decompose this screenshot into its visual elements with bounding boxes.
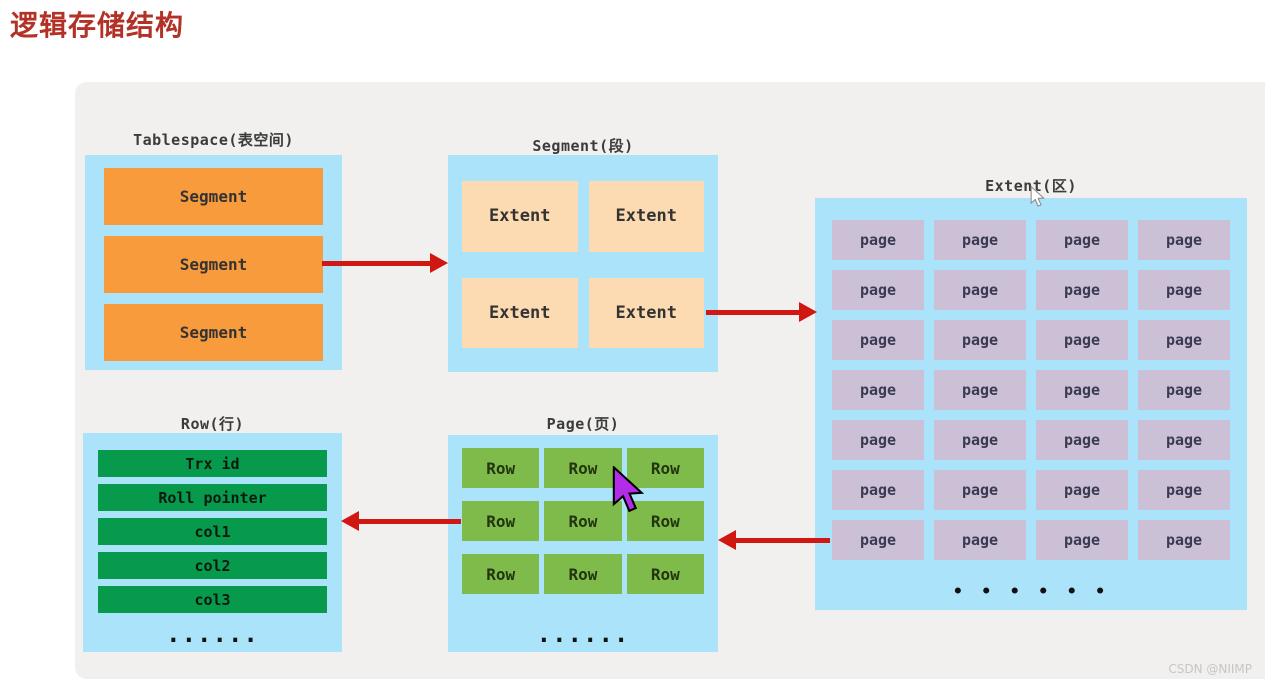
- row-field-bar: Roll pointer: [98, 484, 327, 511]
- page-box: page: [934, 320, 1026, 360]
- page-box: page: [1036, 520, 1128, 560]
- row-field-bar: Trx id: [98, 450, 327, 477]
- page-box: page: [934, 420, 1026, 460]
- row-box: Row: [462, 501, 540, 541]
- page-box: page: [832, 520, 924, 560]
- row-box: Row: [544, 448, 622, 488]
- row-box: Row: [626, 501, 704, 541]
- page-box: page: [1036, 370, 1128, 410]
- page-box: page: [832, 220, 924, 260]
- tablespace-label: Tablespace(表空间): [133, 131, 294, 149]
- row-box: Row: [544, 501, 622, 541]
- arrow-segment-to-extent: [706, 302, 817, 322]
- row-box: Row: [626, 554, 704, 594]
- page-label: Page(页): [546, 415, 620, 433]
- row-box: Row: [544, 554, 622, 594]
- page-box: page: [832, 320, 924, 360]
- page-box: page: [934, 220, 1026, 260]
- row-ellipsis: ......: [166, 620, 259, 648]
- page-box: page: [934, 370, 1026, 410]
- row-field-bar: col3: [98, 586, 327, 613]
- page-box: page: [934, 270, 1026, 310]
- page-box: page: [1138, 370, 1230, 410]
- row-box: Row: [626, 448, 704, 488]
- row-box: Row: [462, 554, 540, 594]
- extent-ellipsis: • • • • • •: [952, 582, 1110, 602]
- row-field-bar: col2: [98, 552, 327, 579]
- mouse-cursor-purple-icon: [612, 466, 645, 513]
- page-box: page: [1036, 270, 1128, 310]
- segment-box: Segment: [104, 168, 323, 225]
- extent-box: Extent: [588, 181, 704, 252]
- extent-box: Extent: [462, 181, 578, 252]
- row-label: Row(行): [180, 415, 245, 433]
- page-ellipsis: ......: [536, 620, 630, 648]
- page-box: page: [934, 470, 1026, 510]
- watermark: CSDN @NIIMP: [1168, 662, 1252, 676]
- page-box: page: [832, 270, 924, 310]
- page-box: page: [1138, 420, 1230, 460]
- segment-box: Segment: [104, 304, 323, 361]
- page-box: page: [1036, 320, 1128, 360]
- arrow-page-to-row: [341, 511, 461, 531]
- row-container: ...... Trx id Roll pointer col1 col2 col3: [83, 433, 342, 652]
- page-box: page: [832, 370, 924, 410]
- page-box: page: [1036, 470, 1128, 510]
- page-title: 逻辑存储结构: [10, 9, 185, 42]
- page-box: page: [1138, 270, 1230, 310]
- page-box: page: [1138, 220, 1230, 260]
- extent-box: Extent: [588, 277, 704, 348]
- page-box: page: [1138, 520, 1230, 560]
- extent-box: Extent: [462, 277, 578, 348]
- mouse-cursor-white-icon: [1030, 186, 1045, 207]
- arrow-tablespace-to-segment: [322, 253, 448, 273]
- page-box: page: [1036, 220, 1128, 260]
- page-box: page: [832, 470, 924, 510]
- page-box: page: [934, 520, 1026, 560]
- page-box: page: [1036, 420, 1128, 460]
- segment-box: Segment: [104, 236, 323, 293]
- row-box: Row: [462, 448, 540, 488]
- arrow-extent-to-page: [718, 530, 830, 550]
- row-field-bar: col1: [98, 518, 327, 545]
- page-box: page: [832, 420, 924, 460]
- segment-label: Segment(段): [532, 137, 634, 155]
- page-box: page: [1138, 470, 1230, 510]
- page-box: page: [1138, 320, 1230, 360]
